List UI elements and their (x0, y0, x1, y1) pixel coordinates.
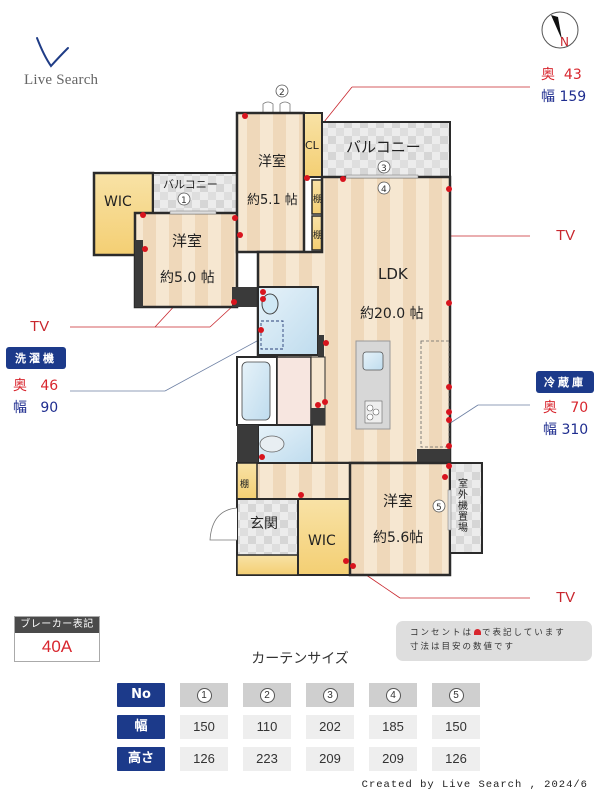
logo: Live Search (20, 30, 110, 100)
curtain-number-3: 3 (322, 688, 338, 703)
depth-value: 43 (563, 67, 582, 83)
table-cell: 223 (243, 747, 291, 771)
note-box: コンセントはで表記しています 寸法は目安の数値です (396, 621, 592, 661)
balcony-doors-2 (262, 101, 291, 113)
washer-width-label: 幅 (13, 400, 27, 416)
table-cell: 150 (432, 715, 480, 739)
outlet-markers (140, 113, 452, 569)
outlet-legend-icon (474, 629, 482, 635)
curtain-number-2: 2 (259, 688, 275, 703)
table-cell: 5 (432, 683, 480, 707)
entrance-label: 玄関 (250, 515, 278, 532)
table-cell: 209 (306, 747, 354, 771)
table-cell: 209 (369, 747, 417, 771)
fridge-depth-value: 70 (570, 400, 589, 416)
fridge-annotation: 冷蔵庫 奥 70 幅 310 (536, 371, 594, 439)
note-line1-prefix: コンセントは (410, 628, 474, 638)
table-cell: 2 (243, 683, 291, 707)
tv-label-ldk: TV (556, 227, 576, 244)
western-room-3-size: 約5.6帖 (373, 530, 423, 546)
washer-depth-label: 奥 (13, 378, 27, 394)
western-room-2-size: 約5.1 帖 (247, 193, 298, 208)
ldk-size: 約20.0 帖 (360, 306, 424, 322)
depth-label: 奥 (541, 67, 555, 83)
washer-depth-value: 46 (40, 378, 59, 394)
curtain-size-table: No 1 2 3 4 5 幅 150 110 202 185 150 高さ 12… (117, 683, 480, 779)
curtain-title-text: カーテンサイズ (251, 651, 349, 667)
table-cell: 126 (180, 747, 228, 771)
tv-label-western1: TV (30, 318, 50, 335)
curtain-marker-3: 3 (381, 164, 387, 174)
table-cell: 110 (243, 715, 291, 739)
curtain-marker-5: 5 (436, 503, 442, 513)
fridge-depth-label: 奥 (543, 400, 557, 416)
table-cell: 126 (432, 747, 480, 771)
curtain-marker-2: 2 (279, 88, 285, 98)
table-row-width: 幅 150 110 202 185 150 (117, 715, 480, 739)
width-value: 159 (559, 89, 587, 105)
western-room-3-name: 洋室 (383, 492, 413, 510)
washer-annotation: 洗濯機 奥 46 幅 90 (6, 347, 66, 417)
table-cell: 185 (369, 715, 417, 739)
note-line1-suffix: で表記しています (482, 628, 566, 638)
logo-text: Live Search (24, 72, 99, 88)
row-header-no: No (117, 683, 165, 707)
breaker-box: ブレーカー表記 40A (14, 616, 100, 662)
row-header-height: 高さ (117, 747, 165, 771)
note-line2: 寸法は目安の数値です (410, 642, 516, 652)
curtain-number-4: 4 (385, 688, 401, 703)
breaker-title: ブレーカー表記 (15, 617, 99, 633)
width-label: 幅 (541, 89, 555, 105)
table-cell: 3 (306, 683, 354, 707)
shelf-1-label: 棚 (313, 193, 322, 205)
ldk-name: LDK (378, 265, 409, 283)
table-cell: 150 (180, 715, 228, 739)
washer-width-value: 90 (40, 400, 59, 416)
curtain-number-5: 5 (448, 688, 464, 703)
western-room-1-name: 洋室 (172, 232, 202, 250)
cl-dimensions: 奥 43 幅 159 (541, 64, 586, 106)
fridge-width-label: 幅 (543, 422, 557, 438)
outdoor-unit-label: 室外機置場 (456, 477, 468, 533)
table-row-no: No 1 2 3 4 5 (117, 683, 480, 707)
table-cell: 202 (306, 715, 354, 739)
compass-n-label: N (560, 35, 569, 49)
western-room-2-name: 洋室 (258, 153, 286, 170)
western-room-1-size: 約5.0 帖 (160, 270, 215, 286)
tv-label-western3: TV (556, 589, 576, 606)
floor-plan: 2 (70, 84, 530, 599)
logo-mark-icon (36, 37, 69, 68)
wic-bottom-label: WIC (308, 533, 336, 549)
balcony-main-label: バルコニー (346, 138, 421, 156)
shelf-2-label: 棚 (313, 229, 322, 241)
washer-badge: 洗濯機 (6, 347, 66, 369)
row-header-width: 幅 (117, 715, 165, 739)
fridge-badge: 冷蔵庫 (536, 371, 594, 393)
curtain-marker-1: 1 (181, 196, 187, 206)
balcony-small-label: バルコニー (163, 178, 218, 191)
north-arrow-icon: N (541, 11, 579, 49)
compass: N (540, 10, 580, 50)
curtain-table-title: カーテンサイズ (0, 648, 600, 668)
footer-credit: Created by Live Search , 2024/6 (361, 779, 588, 791)
table-row-height: 高さ 126 223 209 209 126 (117, 747, 480, 771)
curtain-number-1: 1 (196, 688, 212, 703)
fridge-width-value: 310 (561, 422, 589, 438)
curtain-marker-4: 4 (381, 185, 387, 195)
table-cell: 1 (180, 683, 228, 707)
breaker-value: 40A (41, 637, 73, 656)
shelf-3-label: 棚 (240, 478, 249, 490)
table-cell: 4 (369, 683, 417, 707)
wic-top-label: WIC (104, 194, 132, 210)
closet-label: CL (305, 139, 320, 152)
